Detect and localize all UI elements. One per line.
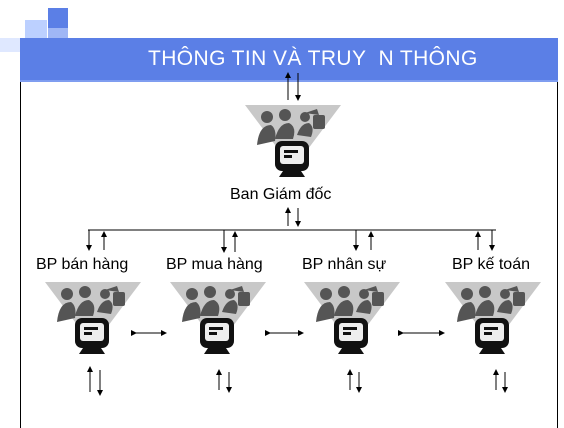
node-label-bp-nhan-su: BP nhân sự [302, 256, 387, 273]
slide-title: THÔNG TIN VÀ TRUY N THÔNG [148, 47, 478, 70]
people-at-computer-icon [445, 282, 541, 354]
node-label-ban-giam-doc: Ban Giám đốc [230, 186, 332, 203]
title-underline [20, 80, 558, 82]
deco-square-light [25, 20, 47, 38]
deco-square-light [0, 38, 22, 52]
node-label-bp-ban-hang: BP bán hàng [36, 256, 129, 273]
people-at-computer-icon [245, 105, 341, 177]
deco-square-mid [48, 28, 68, 38]
corner-decoration [0, 0, 80, 60]
node-label-bp-mua-hang: BP mua hàng [166, 256, 263, 273]
people-at-computer-icon [45, 282, 141, 354]
node-label-bp-ke-toan: BP kế toán [452, 256, 530, 273]
deco-square-dark [48, 8, 68, 28]
people-at-computer-icon [304, 282, 400, 354]
slide-frame [20, 38, 558, 428]
people-at-computer-icon [170, 282, 266, 354]
